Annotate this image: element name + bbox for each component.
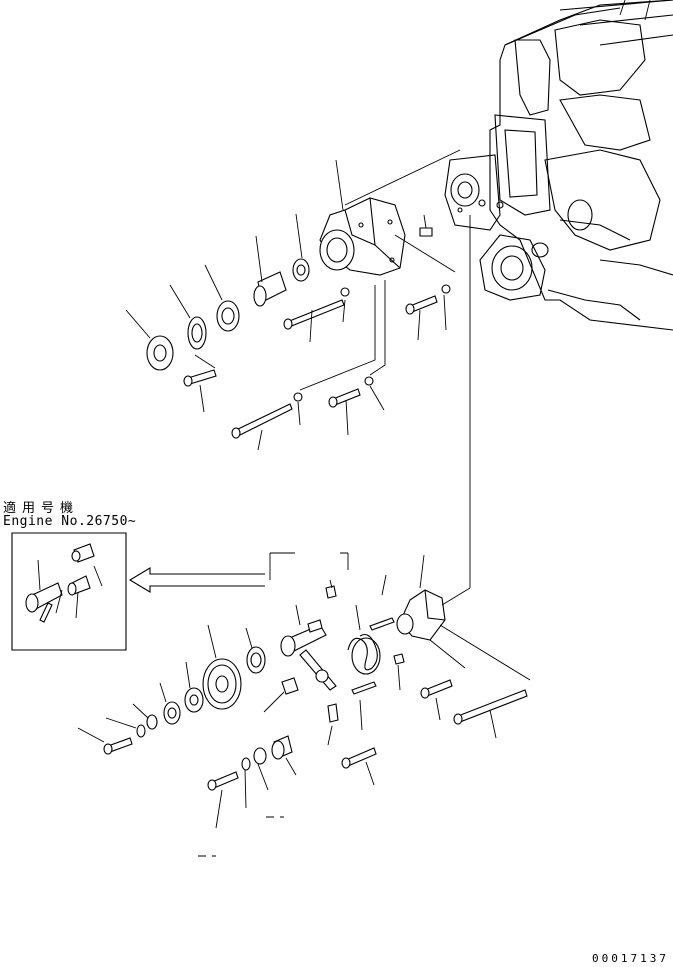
lower-housing-assembly bbox=[77, 552, 531, 857]
upper-housing-assembly bbox=[125, 149, 461, 451]
drawing-number: 00017137 bbox=[592, 952, 669, 965]
applicability-label: 適用号機 bbox=[3, 501, 80, 516]
engine-number-label: Engine No.26750~ bbox=[3, 514, 137, 529]
inset-box bbox=[11, 532, 127, 651]
engine-block bbox=[444, 0, 673, 331]
pointer-arrow bbox=[128, 567, 265, 593]
